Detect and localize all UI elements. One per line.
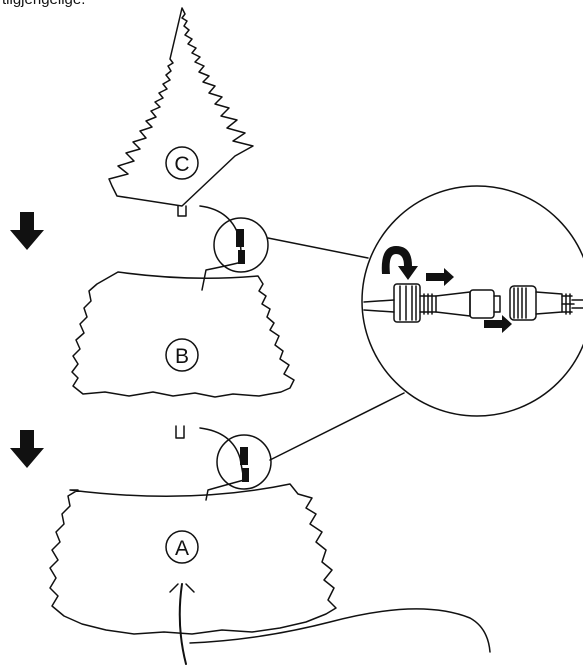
section-label-a: A [175,537,189,560]
connector-zoom-upper [213,217,269,273]
right-arrow-icon [426,268,454,286]
down-arrow-icon [10,212,44,250]
connector-plug-upper-b [238,250,245,264]
rotate-arrow-icon [381,246,418,280]
section-label-b: B [175,345,189,368]
section-a-badge [165,530,199,564]
connector-plug-lower-b [242,468,249,482]
zoom-leader-lower [269,392,405,461]
tree-section-b [71,271,295,439]
connector-detail-circle [361,185,583,417]
section-b-badge [165,338,199,372]
connector-zoom-lower [216,434,272,490]
connector-detail [363,283,583,323]
zoom-leader-upper [267,237,369,259]
cable-b-to-a [199,427,245,501]
power-cable [189,608,491,653]
header-fragment-text: tilgjengelige. [2,0,85,8]
connector-plug-upper-a [236,229,244,247]
tree-section-c [108,7,254,217]
tree-section-a [49,483,337,665]
down-arrow-icon [10,430,44,468]
right-arrow-icon [484,315,512,333]
section-label-c: C [174,153,189,176]
connector-plug-lower-a [240,447,248,465]
section-c-badge [165,146,199,180]
